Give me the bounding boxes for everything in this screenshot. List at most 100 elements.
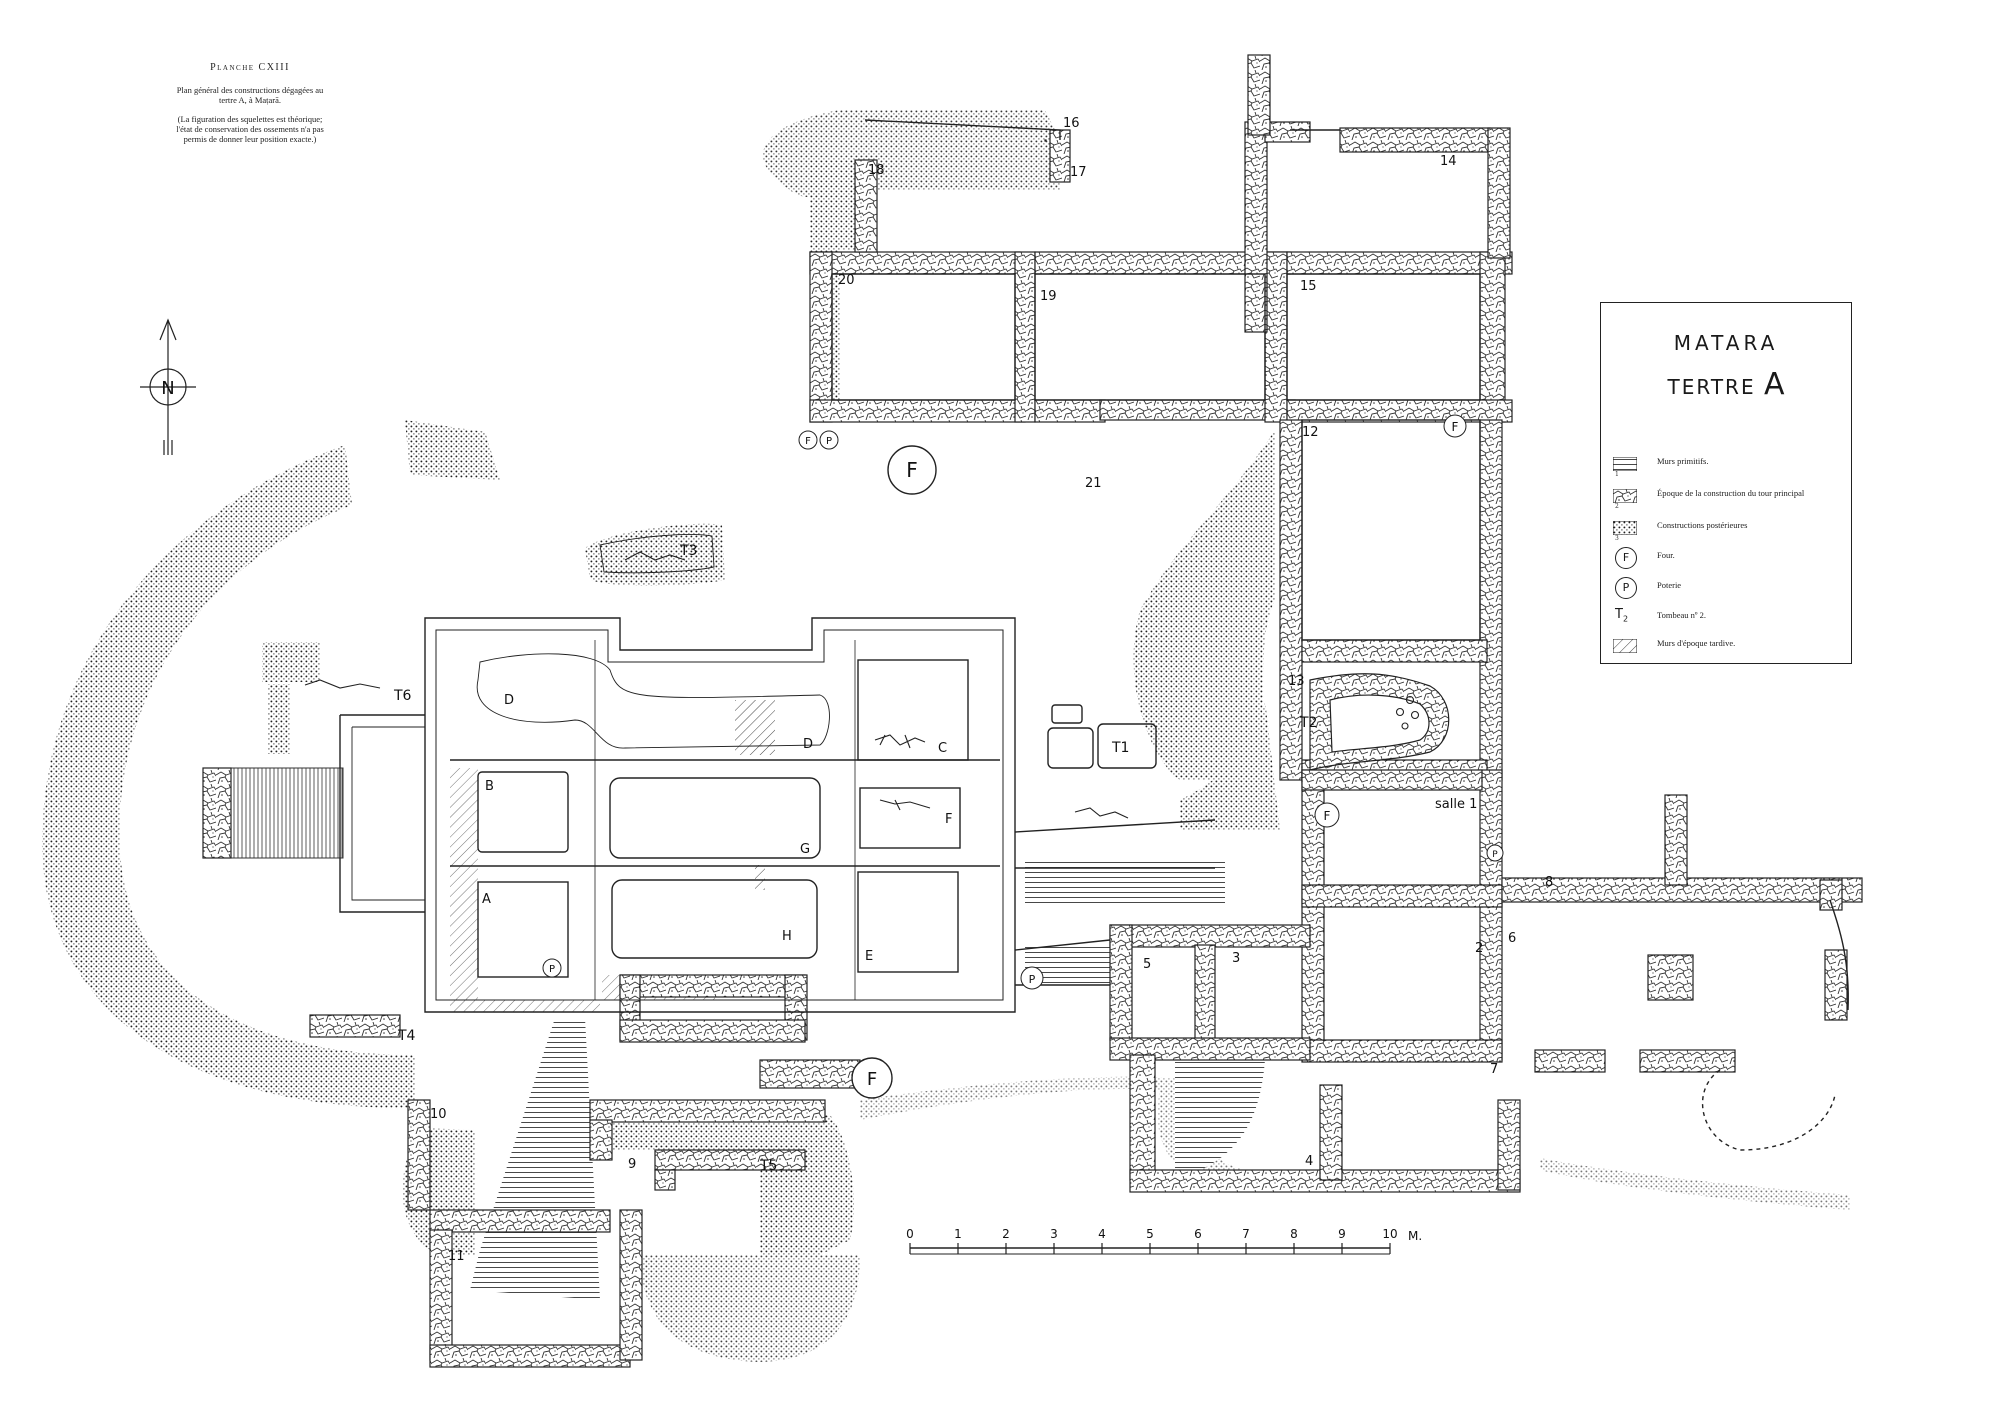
room-label-12: 12 xyxy=(1302,425,1319,440)
legend-item-poterie: P Poterie xyxy=(1613,577,1843,601)
later-constructions xyxy=(41,110,1850,1362)
legend-item-four: F Four. xyxy=(1613,547,1843,571)
svg-text:F: F xyxy=(805,436,811,447)
four-marker: F xyxy=(798,430,818,450)
cell-label-b: B xyxy=(485,779,494,794)
north-arrow: N xyxy=(140,318,196,455)
poterie-marker: P xyxy=(542,958,562,978)
tomb-label-t1: T1 xyxy=(1111,740,1129,756)
legend-item-murs-tardifs: Murs d'époque tardive. xyxy=(1613,635,1843,659)
scale-bar: 0 1 2 3 4 5 6 7 8 9 10 M. xyxy=(906,1227,1422,1255)
scale-tick-label: 7 xyxy=(1242,1227,1250,1241)
legend-box: MATARA TERTRE A 1 Murs primitifs. 2 Époq… xyxy=(1600,302,1852,664)
room-label-10: 10 xyxy=(430,1107,447,1122)
poterie-symbol: P xyxy=(1615,577,1637,599)
room-label-3: 3 xyxy=(1232,951,1240,966)
room-label-4: 4 xyxy=(1305,1154,1313,1169)
svg-text:P: P xyxy=(549,964,555,975)
room-label-13: 13 xyxy=(1288,674,1305,689)
hatch-swatch xyxy=(1613,457,1637,471)
scale-tick-label: 2 xyxy=(1002,1227,1010,1241)
legend-item-constructions-posterieures: 3 Constructions postérieures xyxy=(1613,520,1748,542)
cell-label-h: H xyxy=(782,929,792,944)
room-label-15: 15 xyxy=(1300,279,1317,294)
dots-swatch xyxy=(1613,521,1637,535)
cell-label-d-lower: D xyxy=(803,737,813,752)
scale-tick-label: 0 xyxy=(906,1227,914,1241)
plate-caption: Planche CXIII Plan général des construct… xyxy=(170,62,330,153)
scale-tick-label: 4 xyxy=(1098,1227,1106,1241)
four-marker-large: F xyxy=(851,1057,893,1099)
plate-description: Plan général des constructions dégagées … xyxy=(176,85,324,105)
scale-tick-label: 3 xyxy=(1050,1227,1058,1241)
poterie-marker: P xyxy=(1486,844,1504,862)
svg-text:F: F xyxy=(1324,809,1331,823)
legend-item-tombeau: T2 Tombeau nº 2. xyxy=(1615,607,1707,624)
stone-walls xyxy=(202,54,1863,1368)
four-marker: F xyxy=(1443,414,1467,438)
tomb-label-t2: T2 xyxy=(1299,715,1317,731)
four-marker: F xyxy=(1314,802,1340,828)
building-outlines xyxy=(339,119,1849,1151)
primitive-walls xyxy=(202,767,1225,985)
poterie-marker: P xyxy=(1020,966,1044,990)
svg-text:P: P xyxy=(826,436,832,447)
scale-tick-label: 5 xyxy=(1146,1227,1154,1241)
svg-text:F: F xyxy=(867,1069,877,1090)
scale-tick-label: 1 xyxy=(954,1227,962,1241)
skeletons xyxy=(304,551,1420,819)
poterie-marker: P xyxy=(819,430,839,450)
stone-swatch xyxy=(1613,489,1637,503)
room-labels: salle 1 2 3 4 5 6 7 8 9 10 11 12 13 14 1… xyxy=(430,116,1553,1264)
room-label-16: 16 xyxy=(1063,116,1080,131)
room-label-14: 14 xyxy=(1440,154,1457,169)
tomb-label-t5: T5 xyxy=(759,1158,777,1174)
cell-labels: A B C D D E F G H xyxy=(482,693,952,964)
svg-text:F: F xyxy=(906,458,918,482)
room-label-17: 17 xyxy=(1070,165,1087,180)
room-label-9: 9 xyxy=(628,1157,636,1172)
room-label-8: 8 xyxy=(1545,875,1553,890)
legend-subtitle: TERTRE A xyxy=(1667,367,1785,402)
cell-label-f: F xyxy=(945,812,952,827)
svg-text:P: P xyxy=(1492,850,1498,860)
north-letter: N xyxy=(161,378,174,399)
room-label-1: salle 1 xyxy=(1435,797,1477,812)
tomb-symbol: T2 xyxy=(1615,607,1629,624)
room-label-21: 21 xyxy=(1085,476,1102,491)
room-label-20: 20 xyxy=(838,273,855,288)
diagonal-hatch-swatch xyxy=(1613,639,1637,653)
svg-text:P: P xyxy=(1029,973,1036,986)
svg-text:F: F xyxy=(1452,420,1459,434)
legend-item-murs-primitifs: 1 Murs primitifs. xyxy=(1613,456,1709,478)
scale-tick-label: 8 xyxy=(1290,1227,1298,1241)
cell-label-a: A xyxy=(482,892,491,907)
four-marker-large: F xyxy=(887,445,937,495)
feature-markers: F F F P F F P P xyxy=(542,414,1504,1099)
tomb-label-t3: T3 xyxy=(679,543,697,559)
scale-unit: M. xyxy=(1408,1229,1422,1243)
room-label-5: 5 xyxy=(1143,957,1151,972)
scale-tick-label: 9 xyxy=(1338,1227,1346,1241)
plate-number: Planche CXIII xyxy=(210,62,290,73)
room-label-2: 2 xyxy=(1475,941,1483,956)
legend-item-construction-tour: 2 Époque de la construction du tour prin… xyxy=(1613,488,1805,510)
tomb-label-t6: T6 xyxy=(393,688,412,704)
cell-label-g: G xyxy=(800,842,810,857)
tomb-label-t4: T4 xyxy=(397,1028,416,1044)
four-symbol: F xyxy=(1615,547,1637,569)
room-label-7: 7 xyxy=(1490,1062,1498,1077)
cell-label-d-upper: D xyxy=(504,693,514,708)
room-label-19: 19 xyxy=(1040,289,1057,304)
cell-label-c: C xyxy=(938,741,947,756)
tomb-labels: T1 T2 T3 T4 T5 T6 xyxy=(393,543,1317,1174)
cell-label-e: E xyxy=(865,949,873,964)
plate-note: (La figuration des squelettes est théori… xyxy=(176,114,324,144)
legend-title: MATARA xyxy=(1673,331,1779,355)
room-label-6: 6 xyxy=(1508,931,1516,946)
scale-tick-label: 6 xyxy=(1194,1227,1202,1241)
room-label-18: 18 xyxy=(868,163,885,178)
room-label-11: 11 xyxy=(448,1249,465,1264)
scale-tick-label: 10 xyxy=(1382,1227,1397,1241)
